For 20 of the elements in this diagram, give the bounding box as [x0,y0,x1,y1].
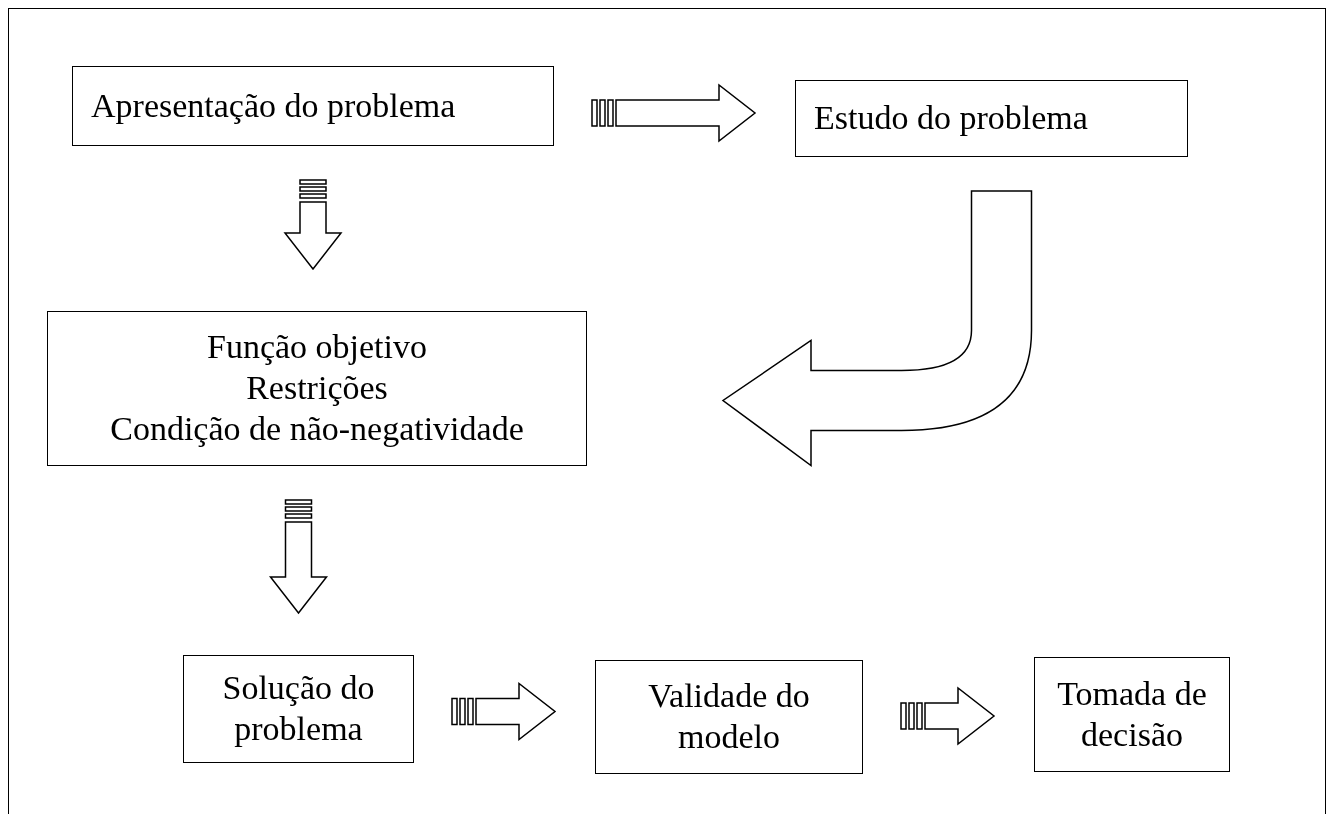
box-text: Estudo do problema [814,98,1088,139]
box-text: Restrições [246,368,388,409]
process-box [1034,657,1230,772]
block-arrow [900,686,996,746]
process-box [183,655,414,763]
box-text: Tomada de decisão [1056,673,1208,755]
block-arrow [451,681,557,742]
box-text: Validade do modelo [647,676,811,757]
process-box [72,66,554,146]
process-box [595,660,863,774]
box-text: Condição de não-negatividade [110,408,524,449]
block-arrow [591,83,757,143]
block-arrow [268,499,329,615]
block-arrow [722,190,1033,467]
box-text: Apresentação do problema [91,85,456,126]
box-text: Solução do problema [221,668,376,749]
process-box [795,80,1188,157]
box-text: Função objetivo [207,327,427,368]
block-arrow [283,179,343,271]
process-box [47,311,587,466]
